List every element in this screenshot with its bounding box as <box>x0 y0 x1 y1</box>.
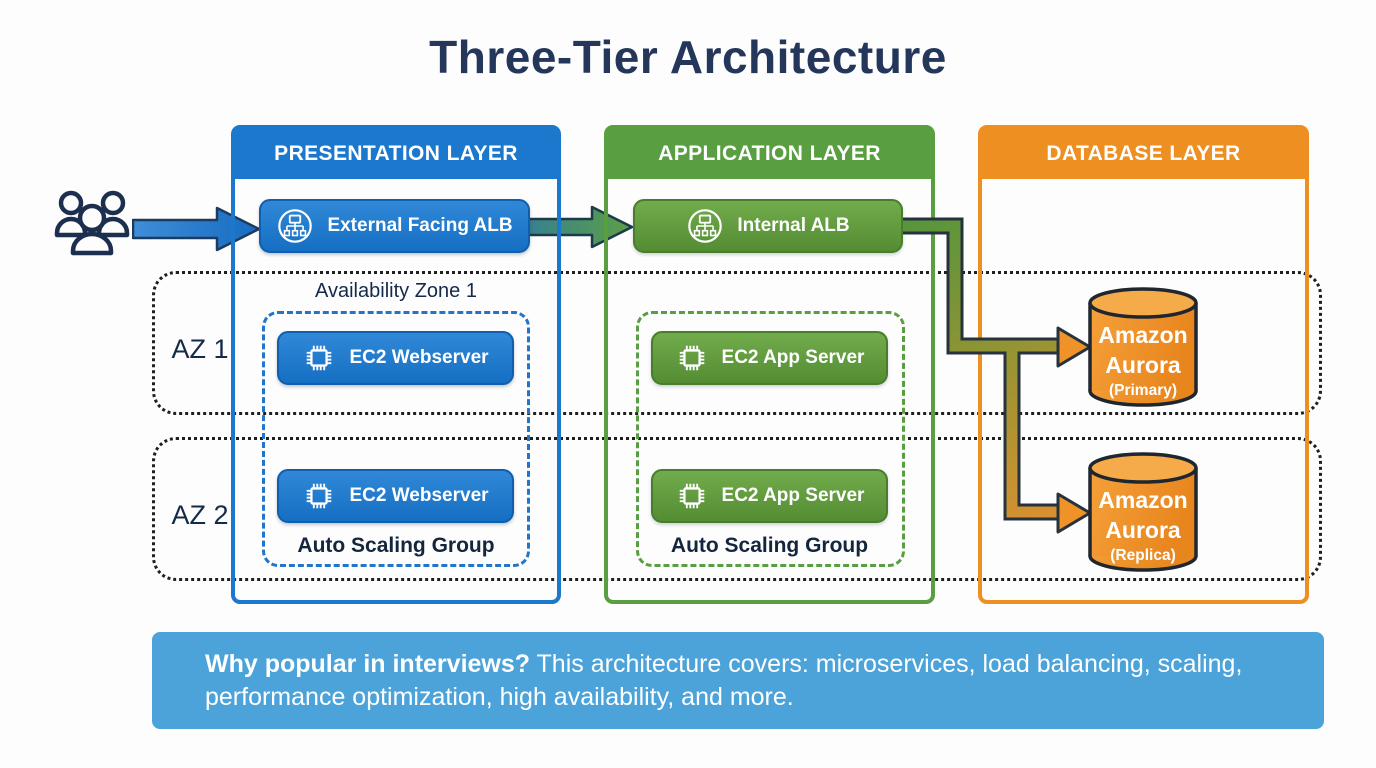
database-cylinder <box>1088 287 1198 407</box>
users-to-presentation-arrow-icon <box>132 206 261 252</box>
cpu-chip-icon <box>307 483 332 509</box>
database-layer-panel: DATABASE LAYER <box>978 125 1309 604</box>
users-icon <box>54 190 130 256</box>
aurora-primary-node: Amazon Aurora (Primary) <box>1088 287 1198 407</box>
external-facing-alb-node: External Facing ALB <box>259 199 530 253</box>
banner-text: Why popular in interviews? This architec… <box>205 648 1266 714</box>
external-alb-label: External Facing ALB <box>327 215 513 236</box>
alb-to-aurora-connector <box>903 217 1092 534</box>
application-layer-header: APPLICATION LAYER <box>608 129 931 179</box>
availability-zone-2-region <box>152 437 1322 581</box>
az2-label: AZ 2 <box>171 500 229 530</box>
application-asg-label: Auto Scaling Group <box>670 534 869 557</box>
aurora-replica-role: (Replica) <box>1110 547 1175 564</box>
diagram-title: Three-Tier Architecture <box>429 31 947 83</box>
arrowhead-to-aurora-primary <box>1056 326 1092 368</box>
presentation-auto-scaling-group <box>262 311 530 567</box>
availability-zone-1-region <box>152 271 1322 415</box>
internal-alb-node: Internal ALB <box>633 199 903 253</box>
az1-label: AZ 1 <box>171 334 229 364</box>
load-balancer-icon <box>688 209 723 243</box>
application-layer-panel: APPLICATION LAYER <box>604 125 935 604</box>
application-auto-scaling-group <box>636 311 905 567</box>
aurora-replica-name-line1: Amazon <box>1098 487 1187 513</box>
ec2-app-server-node-az2: EC2 App Server <box>651 469 888 523</box>
ec2-webserver-node-az2: EC2 Webserver <box>277 469 514 523</box>
presentation-layer-panel: PRESENTATION LAYER <box>231 125 561 604</box>
cpu-chip-icon <box>679 345 704 371</box>
internal-alb-label: Internal ALB <box>737 215 850 236</box>
cpu-chip-icon <box>307 345 332 371</box>
ec2-webserver-label: EC2 Webserver <box>349 485 489 506</box>
banner-lead-text: Why popular in interviews? <box>205 649 531 678</box>
ec2-webserver-node-az1: EC2 Webserver <box>277 331 514 385</box>
database-cylinder <box>1088 452 1198 572</box>
arrowhead-to-aurora-replica <box>1056 492 1092 534</box>
banner-body-text: This architecture covers: microservices,… <box>205 649 1243 711</box>
aurora-primary-role: (Primary) <box>1109 382 1177 399</box>
aurora-replica-node: Amazon Aurora (Replica) <box>1088 452 1198 572</box>
why-popular-banner: Why popular in interviews? This architec… <box>152 632 1324 729</box>
ec2-app-server-label: EC2 App Server <box>721 347 865 368</box>
ec2-webserver-label: EC2 Webserver <box>349 347 489 368</box>
ec2-app-server-node-az1: EC2 App Server <box>651 331 888 385</box>
aurora-primary-name-line2: Aurora <box>1105 352 1181 378</box>
database-layer-header: DATABASE LAYER <box>982 129 1305 179</box>
availability-zone-1-title: Availability Zone 1 <box>315 280 477 302</box>
presentation-asg-label: Auto Scaling Group <box>297 534 495 557</box>
load-balancer-icon <box>278 209 313 243</box>
presentation-layer-header: PRESENTATION LAYER <box>235 129 557 179</box>
aurora-replica-name-line2: Aurora <box>1105 517 1181 543</box>
cpu-chip-icon <box>679 483 704 509</box>
aurora-primary-name-line1: Amazon <box>1098 322 1187 348</box>
ec2-app-server-label: EC2 App Server <box>721 485 865 506</box>
